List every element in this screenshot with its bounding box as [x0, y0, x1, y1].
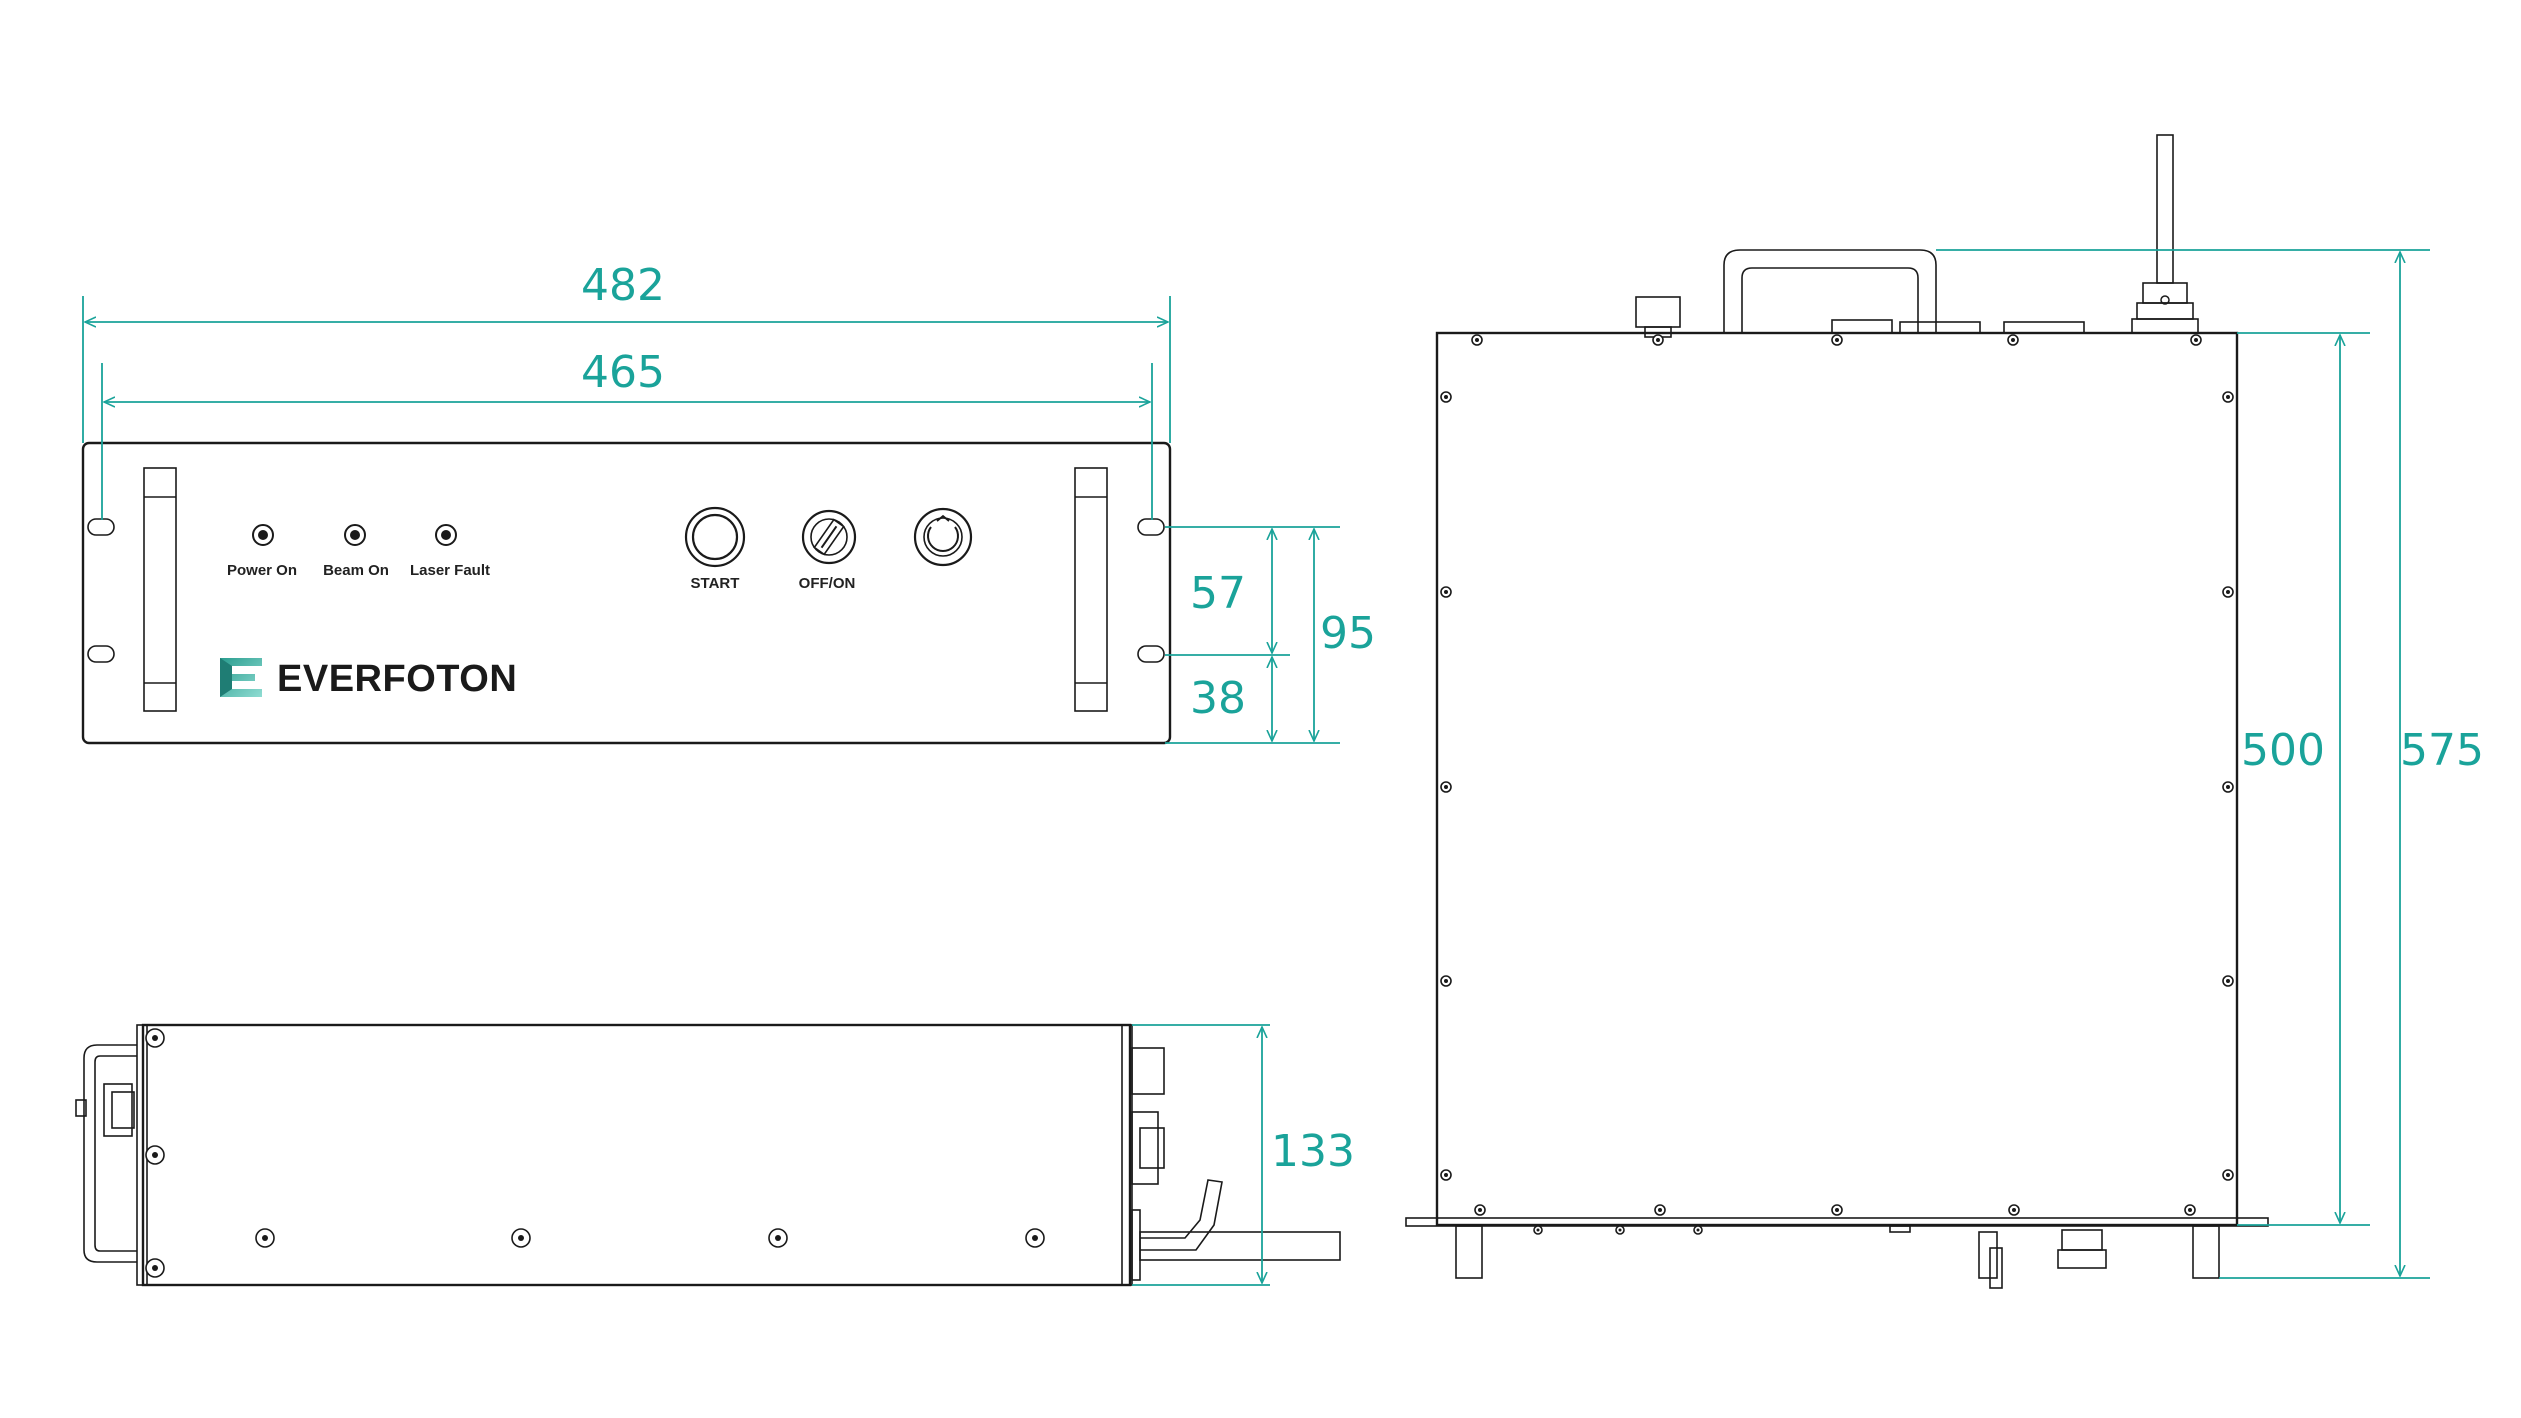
off-on-label: OFF/ON [799, 575, 856, 592]
dim-133: 133 [1271, 1126, 1355, 1177]
top-view [1405, 134, 2269, 1289]
dim-57: 57 [1190, 568, 1246, 619]
dim-575: 575 [2400, 725, 2484, 776]
top-body-outline [1435, 331, 2239, 1227]
indicator-label: Power On [227, 562, 297, 579]
key-switch-icon[interactable]: OFF/ON [799, 509, 857, 592]
top-screws [1440, 334, 2234, 1235]
front-panel-outline [81, 441, 1172, 745]
dim-95: 95 [1320, 608, 1376, 659]
side-body-outline [141, 1023, 1132, 1287]
side-screws [145, 1028, 1045, 1278]
everfoton-logo-icon [220, 658, 262, 697]
dim-465: 465 [581, 347, 665, 398]
side-connector [75, 1083, 135, 1137]
right-handle [1074, 467, 1108, 712]
indicator-label: Beam On [323, 562, 389, 579]
bottom-connectors [1889, 1225, 2107, 1289]
side-view [75, 1023, 1341, 1287]
dim-482: 482 [581, 260, 665, 311]
top-connectors [1635, 296, 2085, 338]
rack-slot [1137, 518, 1165, 536]
start-button-icon[interactable]: START [684, 506, 746, 592]
top-handle [1723, 249, 1937, 333]
indicator-label: Laser Fault [410, 562, 490, 579]
rack-slot [87, 645, 115, 663]
emergency-stop-icon[interactable] [913, 507, 973, 567]
front-dimensions: 482 465 57 38 95 [82, 260, 1376, 744]
rack-slot [87, 518, 115, 536]
top-dimensions: 500 575 [1936, 249, 2484, 1279]
indicator-power-on: Power On [227, 524, 297, 579]
front-view: Power On Beam On Laser Fault START OFF/O… [81, 441, 1172, 745]
left-handle [143, 467, 177, 712]
start-label: START [691, 575, 740, 592]
side-dimensions: 133 [1132, 1024, 1355, 1286]
indicator-beam-on: Beam On [323, 524, 389, 579]
side-handle [83, 1044, 137, 1263]
dim-38: 38 [1190, 673, 1246, 724]
fiber-output [2131, 134, 2199, 334]
rack-slot [1137, 645, 1165, 663]
rear-connectors [1121, 1024, 1341, 1286]
dim-500: 500 [2241, 725, 2325, 776]
indicator-laser-fault: Laser Fault [410, 524, 490, 579]
logo-text: EVERFOTON [277, 658, 517, 700]
